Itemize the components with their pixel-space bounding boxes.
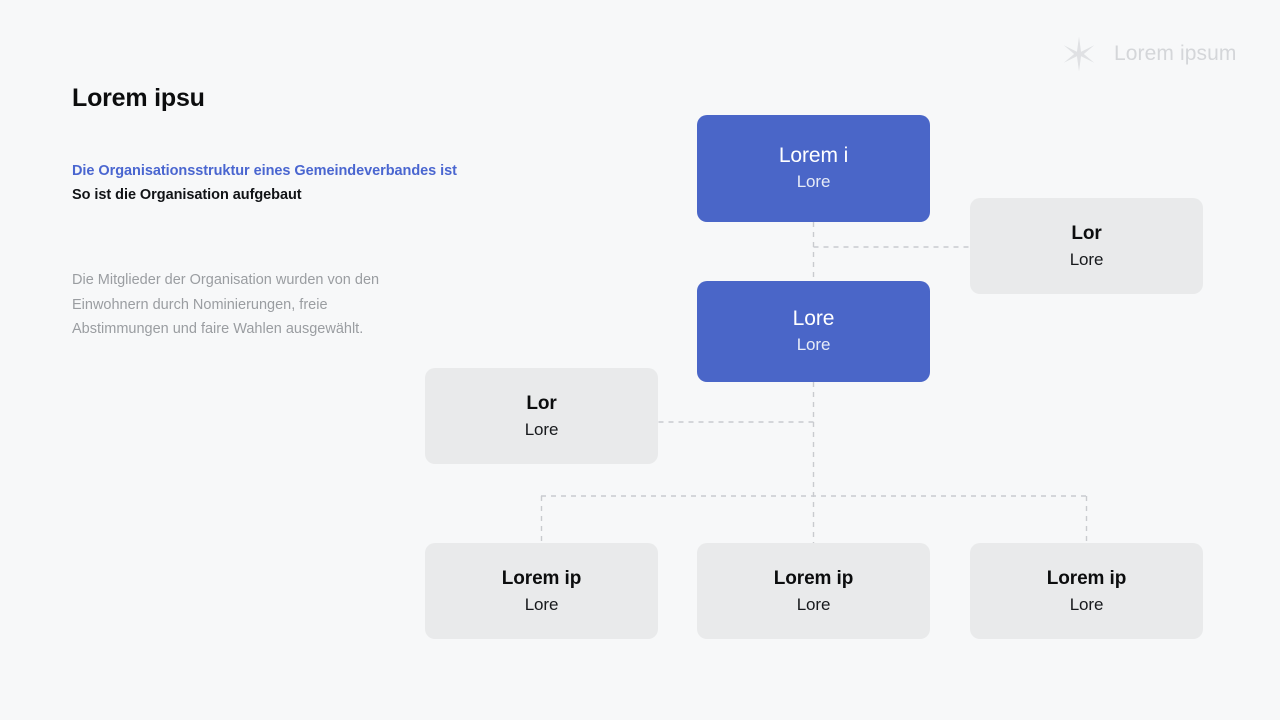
org-node-title: Lorem ip [501,567,582,589]
org-node-subtitle: Lore [1069,249,1104,269]
org-node-subtitle: Lore [796,594,831,614]
org-node-title: Lorem i [778,144,849,167]
org-node-n5[interactable]: Lorem ip Lore [425,543,658,639]
org-node-subtitle: Lore [524,419,559,439]
org-node-n2[interactable]: Lor Lore [970,198,1203,294]
org-node-n7[interactable]: Lorem ip Lore [970,543,1203,639]
org-node-n1[interactable]: Lorem i Lore [697,115,930,222]
org-node-title: Lor [1071,222,1102,244]
org-node-title: Lore [792,307,835,330]
org-node-n4[interactable]: Lor Lore [425,368,658,464]
org-node-n6[interactable]: Lorem ip Lore [697,543,930,639]
org-node-subtitle: Lore [796,172,831,191]
brand-name: Lorem ipsum [1114,42,1237,65]
intro-body-text: Die Mitglieder der Organisation wurden v… [72,272,380,337]
brand-logo: Lorem ipsum [1058,33,1236,75]
sparkle-asterisk-icon [1063,36,1095,72]
org-node-n3[interactable]: Lore Lore [697,281,930,382]
org-node-title: Lorem ip [773,567,854,589]
org-node-subtitle: Lore [796,335,831,354]
intro-heading-block: Die Organisationsstruktur eines Gemeinde… [72,160,542,206]
page-title: Lorem ipsu [72,84,205,112]
org-node-title: Lor [526,392,557,414]
org-node-title: Lorem ip [1046,567,1127,589]
intro-accent-line: Die Organisationsstruktur eines Gemeinde… [72,163,457,179]
org-node-subtitle: Lore [524,594,559,614]
org-node-subtitle: Lore [1069,594,1104,614]
intro-strong-line: So ist die Organisation aufgebaut [72,187,302,203]
